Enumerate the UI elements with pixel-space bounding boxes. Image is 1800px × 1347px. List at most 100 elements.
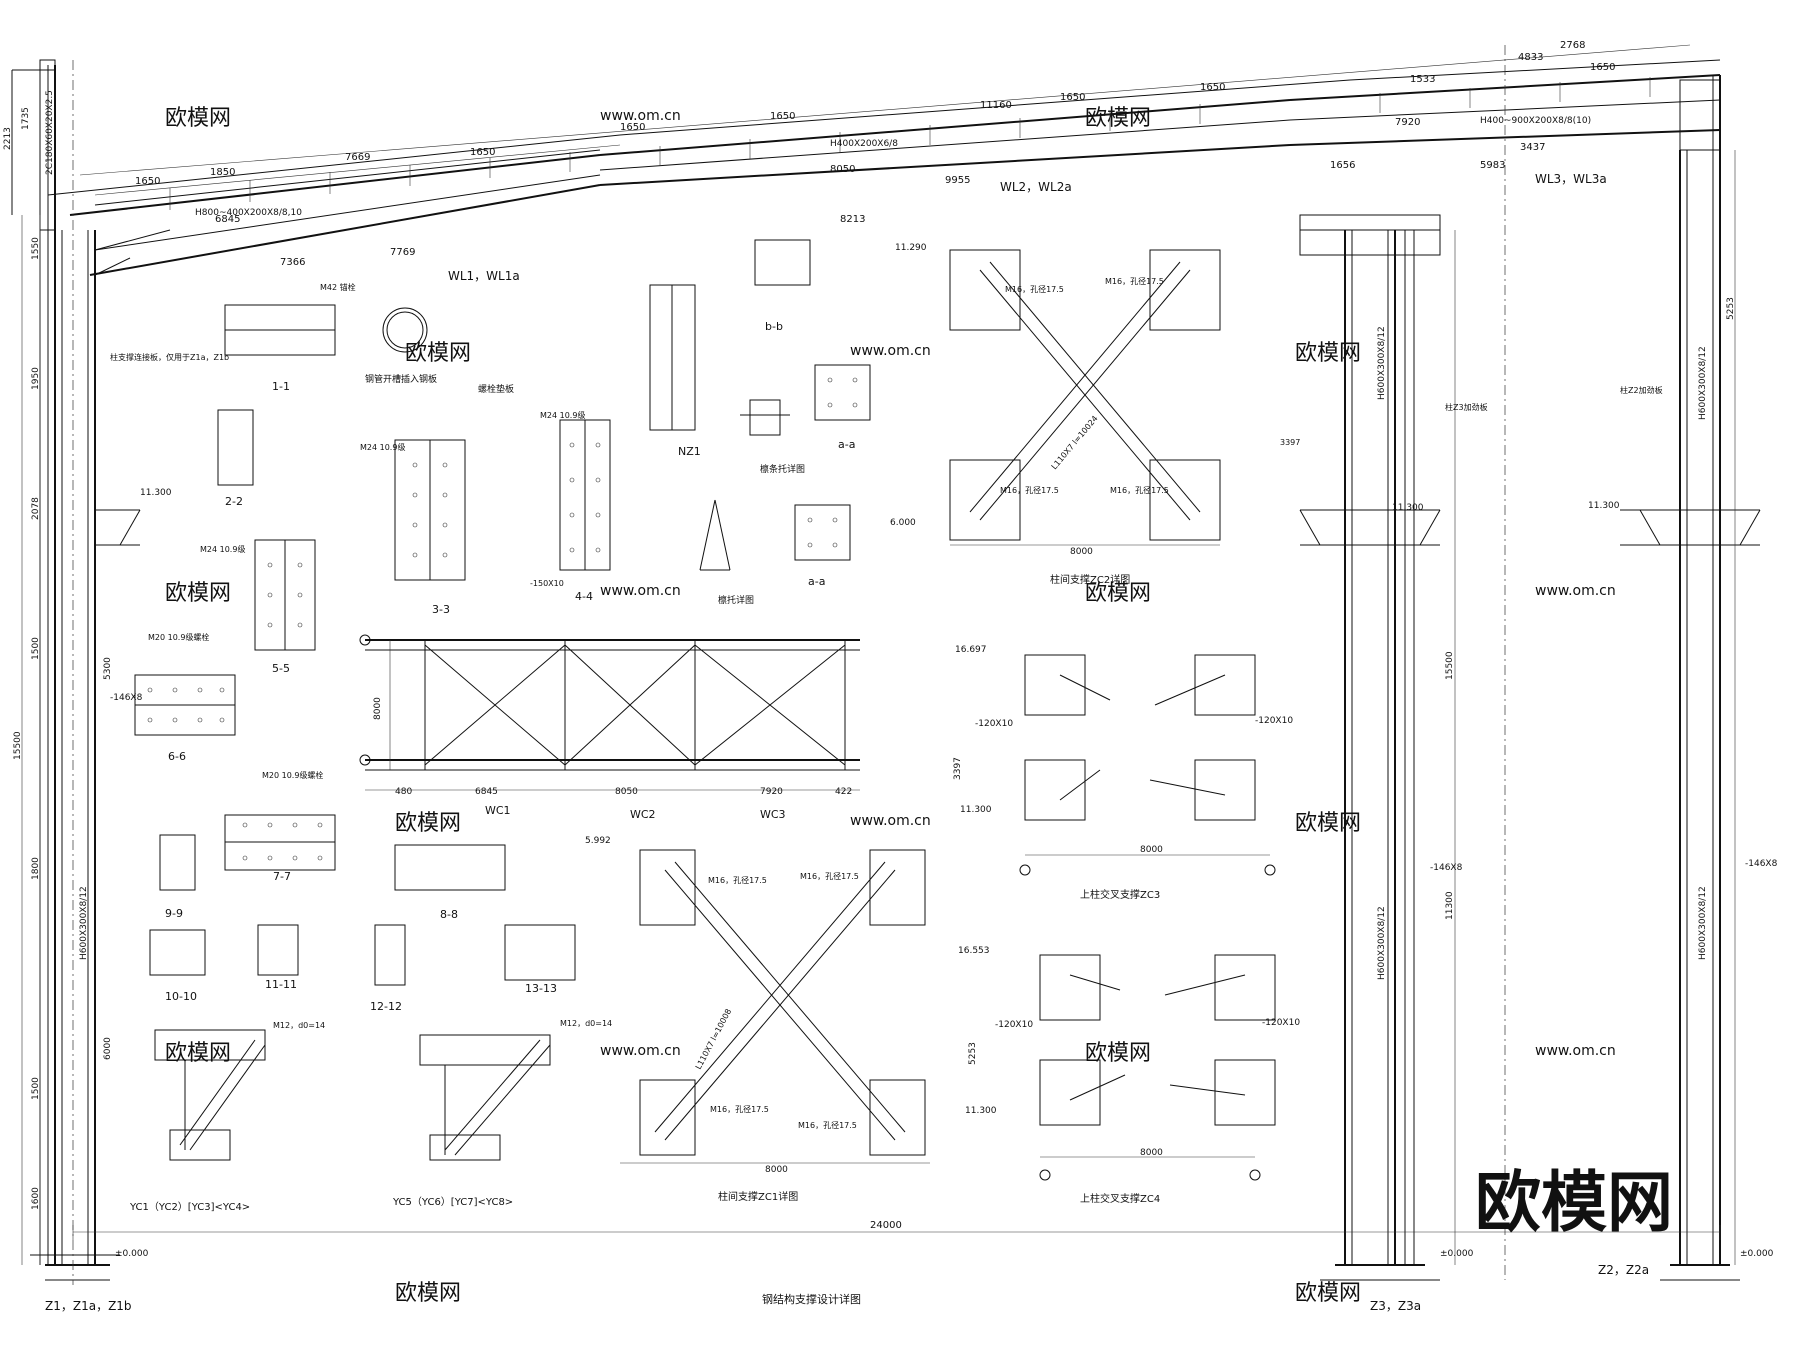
dim-bay: 8000 — [765, 1165, 788, 1175]
dim-1650: 1650 — [1590, 62, 1615, 73]
section-4-4: 4-4 — [575, 590, 593, 603]
dim-1950: 1950 — [31, 367, 41, 390]
dim-1650: 1650 — [620, 122, 645, 133]
dim-2768: 2768 — [1560, 40, 1585, 51]
vertical-dims: 15500 1500 1800 1500 1600 1950 1550 2078… — [3, 90, 1736, 1210]
watermark-url: www.om.cn — [600, 1043, 681, 1059]
watermark-text: 欧模网 — [1295, 1281, 1361, 1306]
member-col-h600: H600X300X8/12 — [1377, 326, 1387, 400]
title-wl1: WL1，WL1a — [448, 269, 520, 283]
plate-120: -120X10 — [995, 1020, 1033, 1030]
title-wl2: WL2，WL2a — [1000, 180, 1072, 194]
watermark-text: 欧模网 — [1295, 811, 1361, 836]
section-2-2: 2-2 — [225, 495, 243, 508]
dim-6845: 6845 — [475, 787, 498, 797]
title-yc5: YC5（YC6）[YC7]<YC8> — [392, 1196, 513, 1208]
bolt-m24: M24 10.9级 — [540, 410, 585, 420]
title-tube-plate: 钢管开槽插入钢板 — [365, 373, 437, 385]
dim-1650: 1650 — [770, 111, 795, 122]
dim-1735: 1735 — [21, 107, 31, 130]
member-col-h600: H600X300X8/12 — [79, 886, 89, 960]
dim-roof-left: 7669 — [345, 152, 370, 163]
plate-146: -146X8 — [1430, 863, 1463, 873]
plate-120: -120X10 — [975, 719, 1013, 729]
bolt-m16: M16，孔径17.5 — [1105, 276, 1164, 286]
watermark-text: 欧模网 — [395, 811, 461, 836]
plate-120: -120X10 — [1262, 1018, 1300, 1028]
dim-3397: 3397 — [1280, 438, 1300, 447]
title-nz1: NZ1 — [678, 445, 701, 458]
dim-422: 422 — [835, 787, 852, 797]
section-6-6: 6-6 — [168, 750, 186, 763]
elev-0: ±0.000 — [1440, 1249, 1474, 1259]
dim-col-height: 15500 — [1445, 651, 1455, 680]
bolt-m12: M12，d0=14 — [560, 1019, 612, 1028]
zc4-detail: 8000 上柱交叉支撑ZC4 16.553 11.300 -120X10 -12… — [958, 946, 1300, 1205]
angle-a: L110X7 l=10024 — [1050, 414, 1100, 471]
elev-0: ±0.000 — [115, 1249, 149, 1259]
elev-11300: 11.300 — [1392, 503, 1424, 513]
plate-150: -150X10 — [530, 579, 564, 588]
watermark-text: 欧模网 — [405, 341, 471, 366]
bolt-m16: M16，孔径17.5 — [710, 1104, 769, 1114]
dim-bay: 8000 — [373, 697, 383, 720]
dim-1650: 1650 — [135, 176, 160, 187]
dim-roof-total: 11160 — [980, 100, 1012, 111]
watermark-url: www.om.cn — [600, 108, 681, 124]
dim-7366: 7366 — [280, 257, 305, 268]
dim-1650: 1650 — [1060, 92, 1085, 103]
dim-8213: 8213 — [840, 214, 865, 225]
dim-col-height: 15500 — [13, 731, 23, 760]
bolt-m20: M20 10.9级螺栓 — [148, 632, 209, 642]
bolt-marks — [147, 377, 858, 861]
bolt-m16: M16，孔径17.5 — [1110, 485, 1169, 495]
main-frame-labels: WL1，WL1a WL2，WL2a WL3，WL3a Z1，Z1a，Z1b Z2… — [45, 40, 1778, 1313]
zc1-detail: 8000 柱间支撑ZC1详图 M16，孔径17.5 M16，孔径17.5 M16… — [585, 836, 930, 1203]
dim-roof-left2: 7769 — [390, 247, 415, 258]
elev-11300: 11.300 — [140, 488, 172, 498]
member-col-h600: H600X300X8/12 — [1377, 906, 1387, 980]
dim-5983: 5983 — [1480, 160, 1505, 171]
section-a-a-2: a-a — [808, 575, 825, 588]
watermark-text: 欧模网 — [1085, 581, 1151, 606]
elev-11300: 11.300 — [1588, 501, 1620, 511]
dim-1500: 1500 — [31, 637, 41, 660]
dim-2213: 2213 — [3, 127, 13, 150]
dim-2078: 2078 — [31, 497, 41, 520]
dim-bay: 8000 — [1070, 547, 1093, 557]
brand-logo-text: 欧模网 — [1475, 1164, 1673, 1241]
bolt-m16: M16，孔径17.5 — [1000, 485, 1059, 495]
plate-146: -146X8 — [110, 693, 143, 703]
title-wc1: WC1 — [485, 804, 511, 817]
title-zc4: 上柱交叉支撑ZC4 — [1080, 1192, 1160, 1205]
dim-1656: 1656 — [1330, 160, 1355, 171]
dim-8050: 8050 — [615, 787, 638, 797]
dim-7920: 7920 — [1395, 117, 1420, 128]
dim-1650: 1650 — [1200, 82, 1225, 93]
title-z2: Z2，Z2a — [1598, 1263, 1649, 1277]
elev-11300: 11.300 — [965, 1106, 997, 1116]
bolt-m20: M20 10.9级螺栓 — [262, 770, 323, 780]
dim-1800: 1800 — [31, 857, 41, 880]
section-5-5: 5-5 — [272, 662, 290, 675]
dim-9955: 9955 — [945, 175, 970, 186]
dim-1533: 1533 — [1410, 74, 1435, 85]
dim-8050: 8050 — [830, 164, 855, 175]
title-wl3: WL3，WL3a — [1535, 172, 1607, 186]
dim-span: 24000 — [870, 1220, 902, 1231]
watermark-url: www.om.cn — [850, 813, 931, 829]
zc3-detail: 8000 上柱交叉支撑ZC3 16.697 11.300 -120X10 -12… — [953, 645, 1293, 901]
bolt-m24: M24 10.9级 — [360, 442, 405, 452]
section-7-7: 7-7 — [273, 870, 291, 883]
dim-480: 480 — [395, 787, 412, 797]
dim-3397: 3397 — [953, 757, 963, 780]
plate-120: -120X10 — [1255, 716, 1293, 726]
elev-11290: 11.290 — [895, 243, 927, 253]
watermark-url: www.om.cn — [1535, 583, 1616, 599]
watermark-text: 欧模网 — [1085, 1041, 1151, 1066]
title-wc2: WC2 — [630, 808, 656, 821]
title-wc3: WC3 — [760, 808, 786, 821]
member-col-h600: H600X300X8/12 — [1698, 886, 1708, 960]
bolt-m12: M12，d0=14 — [273, 1021, 325, 1030]
member-h400: H400X200X6/8 — [830, 139, 898, 149]
